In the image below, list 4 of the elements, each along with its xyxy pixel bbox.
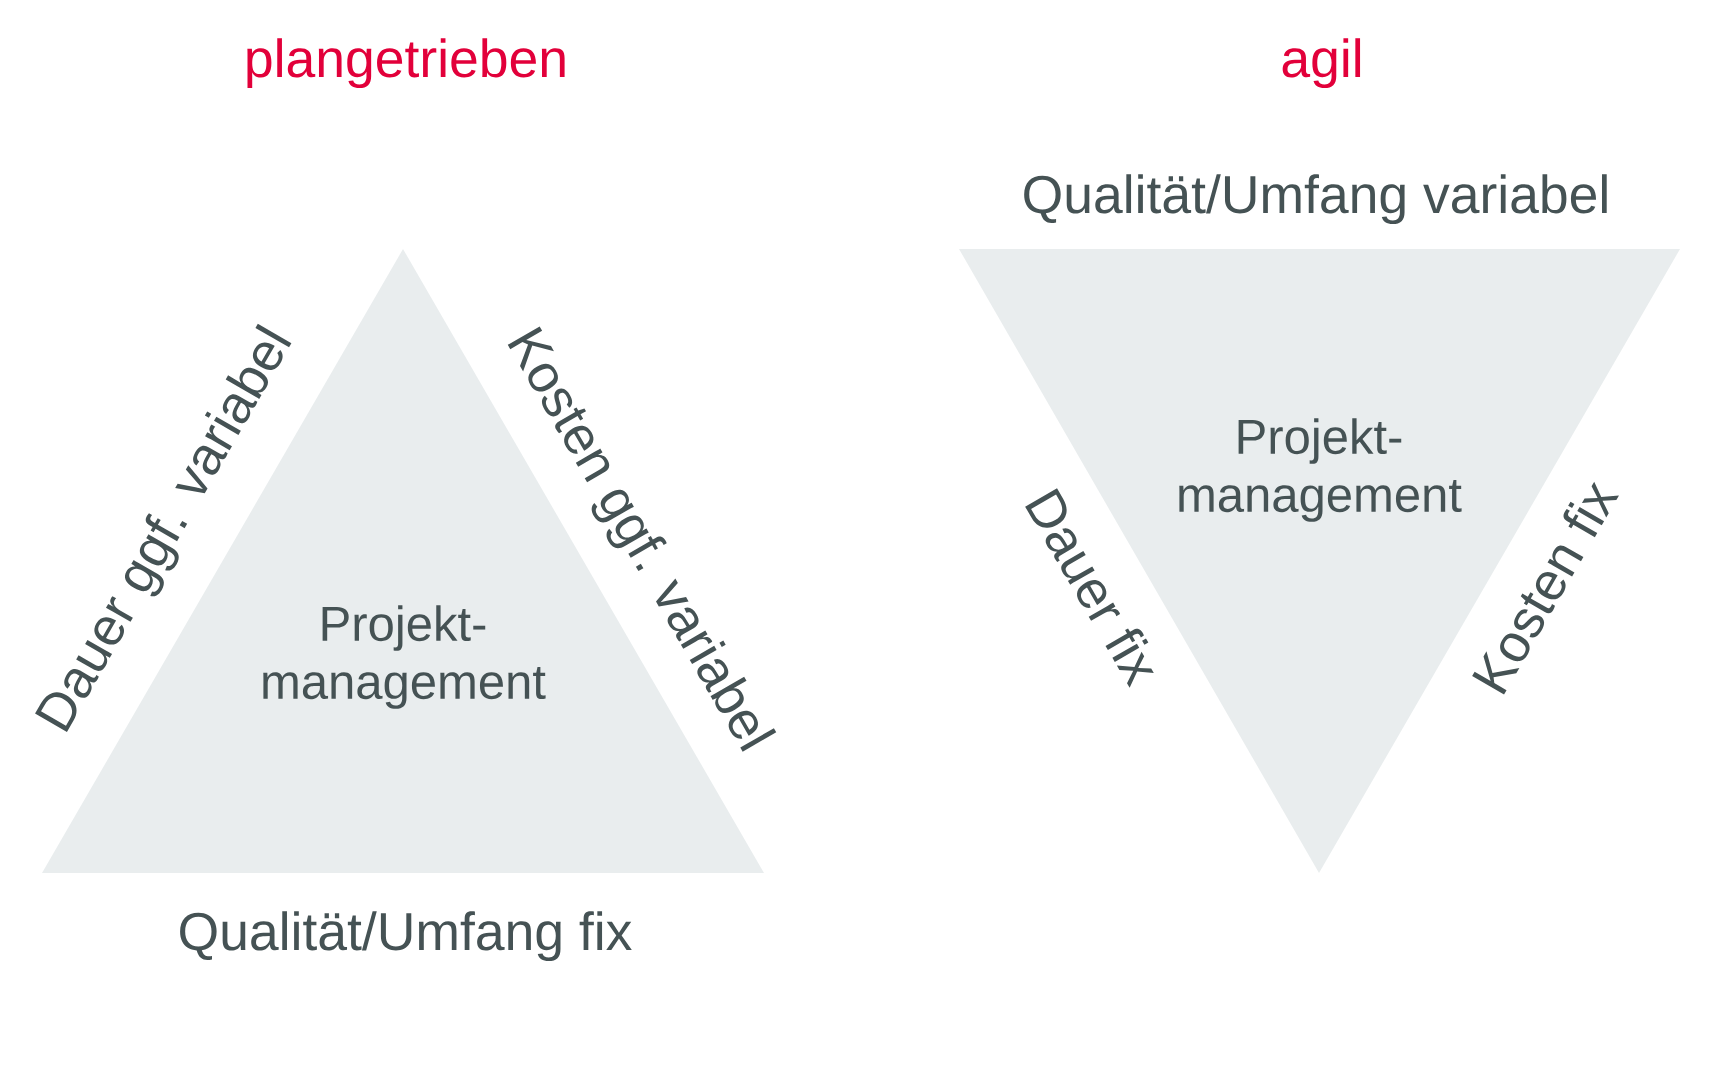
heading: agil xyxy=(1282,38,1361,89)
heading: plangetrieben xyxy=(247,38,565,89)
side-label: Qualität/Umfang fix xyxy=(180,911,632,962)
side-label: Qualität/Umfang variabel xyxy=(1024,174,1607,225)
